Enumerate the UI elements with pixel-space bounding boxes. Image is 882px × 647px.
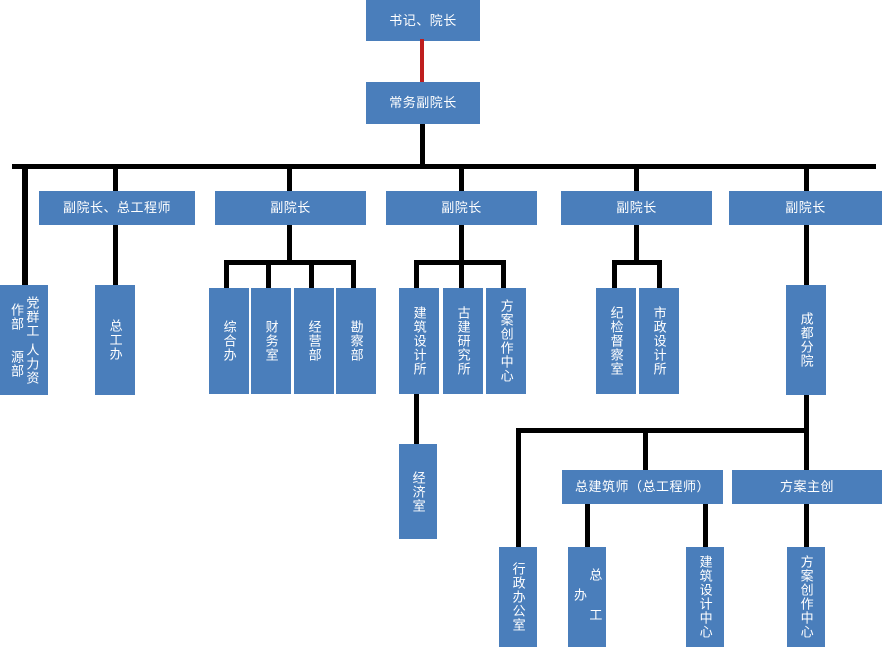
connector-bus-to-hr-party — [22, 164, 28, 286]
connector-vp-bus — [12, 164, 876, 169]
connector-chief-architect-to-arch-design-center — [703, 504, 708, 548]
connector-arch-institute-to-economics-office — [414, 394, 419, 446]
node-executive-vice-president[interactable]: 常务副院长 — [366, 82, 480, 124]
connector-to-arch-design-institute — [414, 260, 419, 288]
connector-to-survey-dept — [351, 260, 356, 288]
connector-bus-to-vp-b — [459, 164, 464, 192]
connector-bus-to-vp-a — [287, 164, 292, 192]
node-arch-design-institute[interactable]: 建筑设计所 — [399, 288, 439, 394]
node-label-hr-dept: 人力资源部 — [9, 342, 40, 385]
connector-to-business-dept — [309, 260, 314, 288]
connector-vp-chief-engineer-to-ce-office — [113, 224, 118, 286]
node-economics-office[interactable]: 经济室 — [399, 444, 437, 539]
node-chief-architect[interactable]: 总建筑师（总工程师） — [562, 470, 723, 504]
node-discipline-inspection-office[interactable]: 纪检督察室 — [596, 288, 636, 394]
connector-to-ancient-arch-institute — [459, 260, 464, 288]
node-chief-engineer-office[interactable]: 总工办 — [95, 285, 135, 395]
connector-to-finance-office — [266, 260, 271, 288]
node-chief-engineer-office-chengdu[interactable]: 总 工 办 — [568, 547, 606, 647]
connector-bus-to-vp-d — [804, 164, 809, 192]
node-municipal-design-institute[interactable]: 市政设计所 — [639, 288, 679, 394]
node-scheme-creation-center-chengdu[interactable]: 方案创作中心 — [787, 547, 825, 647]
node-secretary-president[interactable]: 书记、院长 — [366, 0, 480, 41]
connector-vp-b-stem — [459, 224, 464, 262]
node-vp-d[interactable]: 副院长 — [729, 191, 882, 225]
node-scheme-creation-center[interactable]: 方案创作中心 — [486, 288, 526, 394]
node-survey-dept[interactable]: 勘察部 — [336, 288, 376, 394]
connector-vp-c-child-bus — [612, 260, 662, 265]
node-finance-office[interactable]: 财务室 — [251, 288, 291, 394]
connector-to-admin-office — [516, 428, 521, 548]
node-business-dept[interactable]: 经营部 — [294, 288, 334, 394]
node-admin-office[interactable]: 行政办公室 — [499, 547, 537, 647]
node-vp-b[interactable]: 副院长 — [386, 191, 537, 225]
connector-to-chief-architect — [643, 428, 648, 472]
connector-chengdu-branch-stem — [804, 394, 809, 472]
connector-chengdu-child-bus — [516, 428, 809, 433]
connector-vp-c-stem — [634, 224, 639, 262]
node-vp-chief-engineer[interactable]: 副院长、总工程师 — [39, 191, 195, 225]
connector-vp-d-to-chengdu-branch — [804, 224, 809, 286]
connector-scheme-lead-to-scheme-center-cd — [804, 504, 809, 548]
node-label-party-work-dept: 党群工作部 — [9, 295, 40, 338]
node-chengdu-branch[interactable]: 成都分院 — [786, 285, 826, 395]
node-scheme-lead[interactable]: 方案主创 — [732, 470, 882, 504]
connector-vp-a-stem — [287, 224, 292, 262]
node-vp-c[interactable]: 副院长 — [561, 191, 712, 225]
connector-to-general-office — [224, 260, 229, 288]
node-arch-design-center[interactable]: 建筑设计中心 — [686, 547, 724, 647]
node-general-office[interactable]: 综合办 — [209, 288, 249, 394]
connector-bus-to-vp-c — [634, 164, 639, 192]
connector-chief-architect-to-ce-office-cd — [585, 504, 590, 548]
node-hr-and-party-work-dept[interactable]: 党群工作部 人力资源部 — [0, 285, 48, 395]
connector-executive-vp-stem — [420, 124, 425, 168]
connector-president-to-executive-vp — [420, 39, 424, 82]
node-ancient-arch-research-institute[interactable]: 古建研究所 — [443, 288, 483, 394]
connector-to-municipal-design-institute — [657, 260, 662, 288]
node-vp-a[interactable]: 副院长 — [215, 191, 366, 225]
connector-to-scheme-creation-center — [501, 260, 506, 288]
connector-vp-a-child-bus — [224, 260, 356, 265]
connector-bus-to-vp-chief-engineer — [113, 164, 118, 192]
connector-to-discipline-inspection-office — [612, 260, 617, 288]
